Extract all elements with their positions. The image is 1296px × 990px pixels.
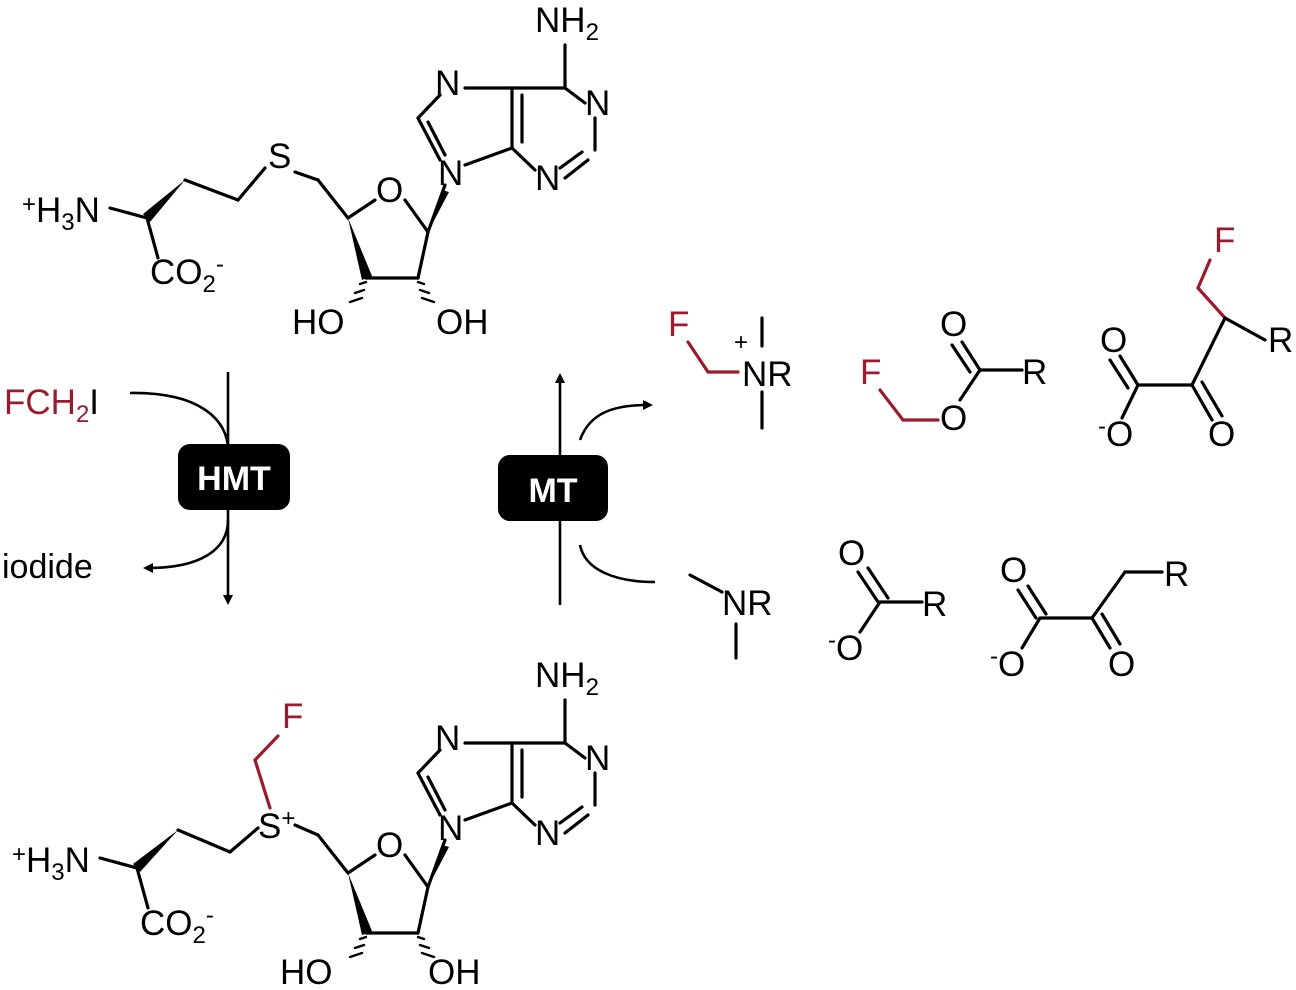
fluorine-label-bottom: F bbox=[282, 697, 303, 736]
hashed-bond-oh-left-top bbox=[348, 280, 368, 304]
substrate-carbonyl-oxygen: O bbox=[838, 534, 865, 573]
nr-label-substrate: NR bbox=[722, 584, 773, 623]
acid-carbonyl-oxygen-label: O bbox=[1100, 321, 1127, 360]
methionine-chain-bottom bbox=[98, 826, 260, 910]
sam-molecule: NH2 N N N N O bbox=[22, 1, 610, 342]
ammonium-label-top: +H3N bbox=[22, 191, 100, 236]
n9-label-top: N bbox=[438, 154, 463, 193]
nr-label-product: NR bbox=[742, 355, 793, 394]
ketoacid-substrate: O -O O R bbox=[990, 551, 1189, 684]
fluorine-label-ester: F bbox=[860, 353, 881, 392]
adenine-ring-top: NH2 N N N N bbox=[416, 1, 610, 198]
r-label-ketoacid: R bbox=[1268, 321, 1293, 360]
amine-substrate: NR bbox=[688, 573, 773, 660]
ring-oxygen-top: O bbox=[376, 171, 403, 210]
n1-label-bottom: N bbox=[585, 739, 610, 778]
substrate2-ketone-oxygen: O bbox=[1108, 645, 1135, 684]
fluoromethyl-ketoacid-product: F R O O -O bbox=[1098, 221, 1293, 454]
r-label-ketoacid-substrate: R bbox=[1164, 555, 1189, 594]
ribose-ring-bottom: O HO OH bbox=[280, 823, 481, 990]
n7-label-top: N bbox=[435, 64, 460, 103]
fluorine-label-ketoacid: F bbox=[1214, 221, 1235, 260]
mt-step: MT bbox=[498, 373, 656, 605]
mt-enzyme-box bbox=[498, 455, 608, 521]
carbonyl-oxygen-label: O bbox=[940, 305, 967, 344]
ring-oxygen-bottom: O bbox=[376, 826, 403, 865]
n9-label-bottom: N bbox=[438, 809, 463, 848]
substrate-carboxylate-oxygen: -O bbox=[828, 627, 863, 668]
carboxylate-oxygen-label: -O bbox=[1098, 413, 1133, 454]
iodide-label: iodide bbox=[2, 548, 93, 586]
mt-label: MT bbox=[528, 472, 577, 510]
carboxylate-substrate: O R -O bbox=[828, 534, 947, 668]
methionine-chain-top bbox=[108, 166, 267, 260]
fluoro-sam-molecule: NH2 N N N N O bbox=[12, 656, 610, 990]
fluoromethyl-ester-product: F O O R bbox=[860, 305, 1047, 438]
fluorine-label-amine: F bbox=[668, 305, 689, 344]
hashed-bond-oh-right-top bbox=[416, 280, 436, 304]
n1-label-top: N bbox=[585, 84, 610, 123]
fluoromethyl-amine-product: F NR + bbox=[668, 305, 793, 430]
carboxylate-label-bottom: CO2- bbox=[140, 902, 214, 949]
hmt-label: HMT bbox=[197, 460, 271, 498]
hydroxyl-left-bottom: HO bbox=[280, 953, 333, 990]
substrate2-carboxylate-oxygen: -O bbox=[990, 643, 1025, 684]
hashed-bond-oh-left-bottom bbox=[348, 935, 368, 959]
hmt-step: HMT FCH2I iodide bbox=[2, 372, 290, 605]
hydroxyl-right-top: OH bbox=[436, 303, 489, 342]
hydroxyl-right-bottom: OH bbox=[428, 953, 481, 990]
sulfonium-label-bottom: S+ bbox=[258, 805, 295, 846]
sulfur-label-top: S bbox=[268, 137, 291, 176]
ester-oxygen-label: O bbox=[940, 399, 967, 438]
n7-label-bottom: N bbox=[435, 719, 460, 758]
hydroxyl-left-top: HO bbox=[292, 303, 345, 342]
ammonium-label-bottom: +H3N bbox=[12, 841, 90, 886]
substrate2-carbonyl-oxygen: O bbox=[1000, 551, 1027, 590]
amine-label-bottom: NH2 bbox=[535, 656, 599, 701]
amine-label-top: NH2 bbox=[535, 1, 599, 46]
r-label-ester: R bbox=[1022, 353, 1047, 392]
n3-label-top: N bbox=[535, 159, 560, 198]
carboxylate-label-top: CO2- bbox=[150, 251, 224, 298]
ribose-ring-top: O HO OH bbox=[292, 170, 489, 342]
adenine-ring-bottom: NH2 N N N N bbox=[416, 656, 610, 853]
hmt-enzyme-box bbox=[178, 444, 290, 510]
fluoroiodomethane-label: FCH2I bbox=[4, 383, 99, 428]
ketone-oxygen-label: O bbox=[1208, 415, 1235, 454]
ammonium-plus-product: + bbox=[734, 329, 748, 356]
r-label-carboxylate: R bbox=[922, 585, 947, 624]
n3-label-bottom: N bbox=[535, 814, 560, 853]
hashed-bond-oh-right-bottom bbox=[416, 935, 436, 959]
